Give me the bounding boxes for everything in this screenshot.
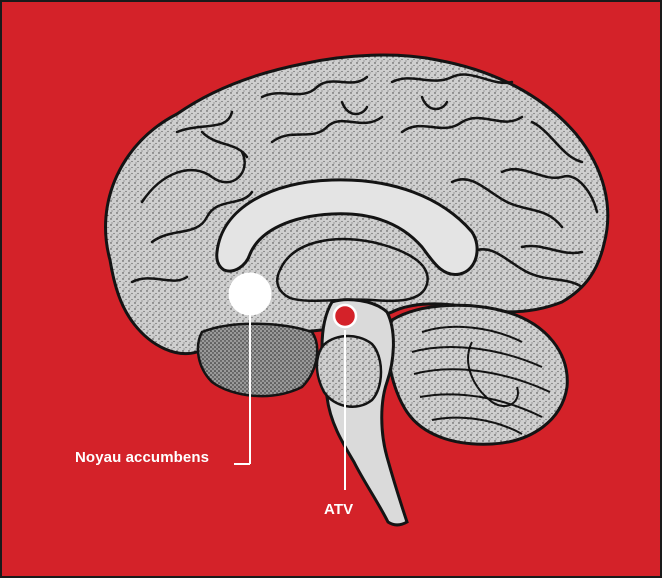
pons [317, 336, 381, 407]
nucleus-accumbens-label: Noyau accumbens [75, 449, 209, 466]
vta-label: ATV [324, 501, 353, 518]
brainstem [322, 300, 407, 525]
vta-marker [334, 305, 356, 327]
nucleus-accumbens-marker [229, 273, 271, 315]
temporal-lobe [198, 324, 317, 396]
